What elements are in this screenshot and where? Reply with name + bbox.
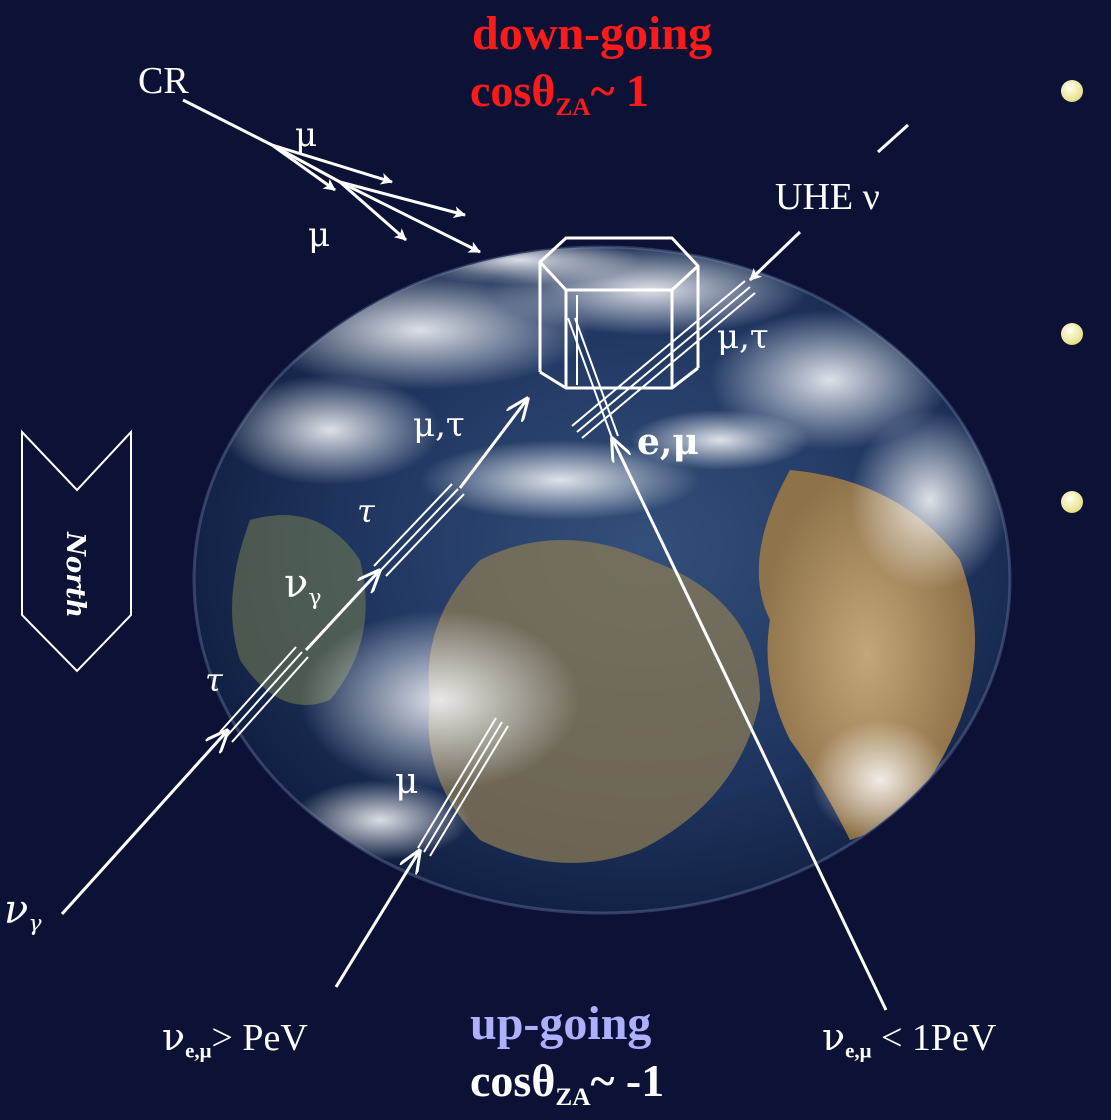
high-energy-neutrino-track (334, 717, 509, 988)
north-label: North (60, 532, 90, 618)
detector-prism (538, 236, 700, 390)
bullet-dot (1061, 491, 1083, 513)
nu-lt-1pev-label: νe,μ < 1PeV (822, 1015, 997, 1063)
down-going-title: down-going (472, 7, 713, 60)
up-going-title: up-going (470, 997, 652, 1050)
cosmic-ray-shower (182, 98, 481, 254)
low-energy-neutrino-track (567, 317, 888, 1011)
mu-label-earth: μ (395, 761, 419, 802)
down-going-cos: cosθZA~ 1 (470, 65, 649, 121)
muon-label-bottom: μ (308, 215, 331, 255)
tau-label-upper: τ (357, 492, 375, 530)
nu-tau-label-middle: νγ (284, 561, 322, 611)
tau-neutrino-chain (60, 398, 528, 916)
e-mu-label: e,μ (637, 421, 699, 463)
nu-gt-pev-label: νe,μ> PeV (162, 1015, 308, 1063)
mu-tau-label-detector: μ,τ (717, 317, 769, 357)
bullet-dot (1061, 323, 1083, 345)
tau-label-lower: τ (205, 661, 223, 699)
up-going-cos: cosθZA~ -1 (470, 1055, 665, 1111)
uhe-nu-label: UHE ν (775, 176, 880, 218)
bullet-dot (1061, 80, 1083, 102)
muon-label-top: μ (295, 115, 318, 155)
nu-tau-label-source: νγ (4, 887, 42, 937)
north-arrow (21, 429, 132, 673)
cr-label: CR (138, 60, 189, 102)
mu-tau-label-chain: μ,τ (413, 405, 465, 445)
